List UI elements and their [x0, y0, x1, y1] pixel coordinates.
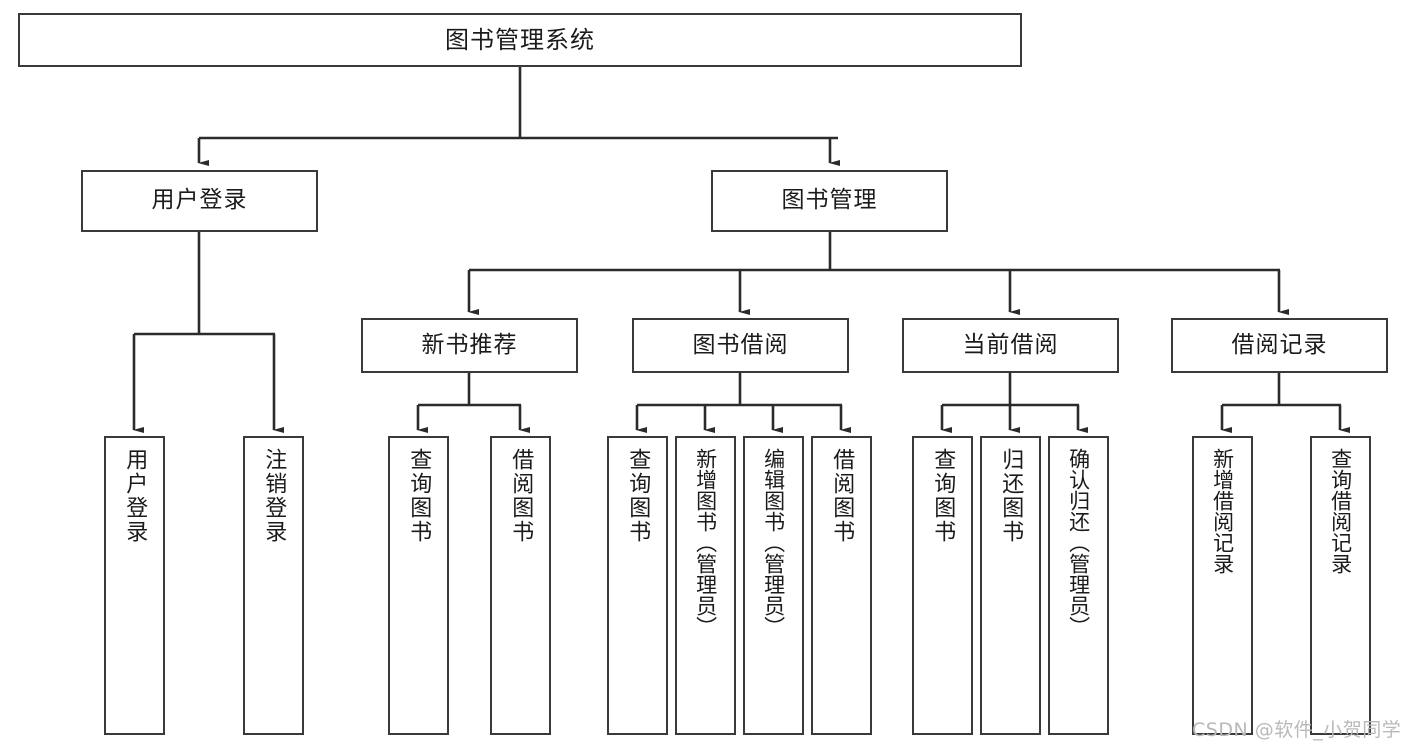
node-leaf-edit-book[interactable]: 编辑图书（管理员）	[743, 436, 804, 735]
node-leaf-user-logout[interactable]: 注销登录	[243, 436, 304, 735]
node-label: 新增借阅记录	[1210, 448, 1235, 574]
node-label: 归还图书	[998, 448, 1024, 544]
node-book-management[interactable]: 图书管理	[711, 170, 948, 232]
node-label: 新书推荐	[421, 331, 518, 358]
node-label: 用户登录	[122, 448, 148, 544]
node-label: 借阅记录	[1231, 331, 1328, 358]
node-label: 确认归还（管理员）	[1066, 448, 1091, 637]
node-leaf-confirm-return[interactable]: 确认归还（管理员）	[1048, 436, 1109, 735]
node-label: 借阅图书	[508, 448, 534, 544]
node-leaf-query-book-1[interactable]: 查询图书	[388, 436, 449, 735]
node-leaf-query-book-3[interactable]: 查询图书	[912, 436, 973, 735]
node-label: 用户登录	[151, 187, 248, 214]
node-leaf-add-book[interactable]: 新增图书（管理员）	[675, 436, 736, 735]
node-user-login[interactable]: 用户登录	[81, 170, 318, 232]
node-current-borrow[interactable]: 当前借阅	[902, 318, 1119, 373]
node-root-system[interactable]: 图书管理系统	[18, 13, 1022, 67]
node-leaf-borrow-book-1[interactable]: 借阅图书	[490, 436, 551, 735]
node-label: 注销登录	[261, 448, 287, 544]
node-leaf-query-record[interactable]: 查询借阅记录	[1310, 436, 1371, 735]
node-label: 借阅图书	[829, 448, 855, 544]
node-leaf-return-book[interactable]: 归还图书	[980, 436, 1041, 735]
node-new-book-recommend[interactable]: 新书推荐	[361, 318, 578, 373]
node-leaf-query-book-2[interactable]: 查询图书	[607, 436, 668, 735]
node-label: 查询图书	[406, 448, 432, 544]
node-label: 新增图书（管理员）	[693, 448, 718, 637]
node-borrow-record[interactable]: 借阅记录	[1171, 318, 1388, 373]
node-leaf-add-record[interactable]: 新增借阅记录	[1192, 436, 1253, 735]
node-leaf-user-login[interactable]: 用户登录	[104, 436, 165, 735]
node-label: 图书管理	[781, 187, 878, 214]
node-label: 查询图书	[625, 448, 651, 544]
node-label: 图书借阅	[692, 331, 789, 358]
node-label: 查询图书	[930, 448, 956, 544]
node-book-borrow[interactable]: 图书借阅	[632, 318, 849, 373]
node-label: 当前借阅	[962, 331, 1059, 358]
node-label: 编辑图书（管理员）	[761, 448, 786, 637]
node-label: 查询借阅记录	[1328, 448, 1353, 574]
node-label: 图书管理系统	[445, 25, 595, 54]
node-leaf-borrow-book-2[interactable]: 借阅图书	[811, 436, 872, 735]
